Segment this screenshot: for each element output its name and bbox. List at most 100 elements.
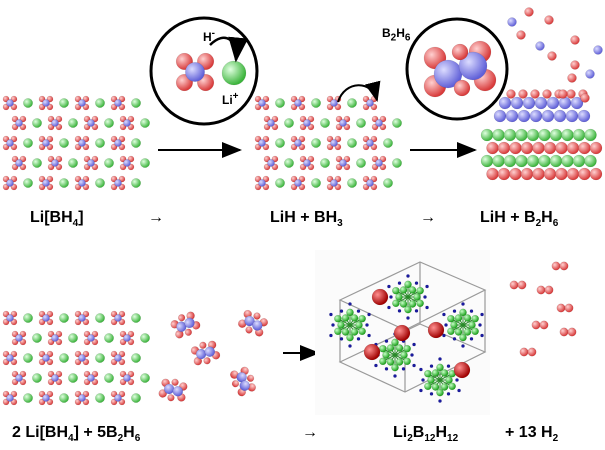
hydrogen-atom [547, 51, 557, 61]
hydrogen-atom [530, 89, 540, 99]
cluster-hydrogen-atom [329, 312, 333, 317]
boron-atom [493, 109, 507, 123]
hydrogen-atom [532, 141, 545, 155]
hydrogen-atom [551, 261, 561, 271]
bh4-unit [290, 95, 306, 111]
cluster-hydrogen-atom [442, 333, 446, 338]
boron-atom [87, 119, 95, 127]
boron-atom [184, 317, 195, 329]
bh4-unit [110, 310, 126, 326]
boron-atom [78, 179, 86, 187]
hydrogen-atom [543, 141, 557, 155]
boron-atom [258, 179, 266, 187]
boron-atom [375, 159, 383, 167]
b12-cluster [442, 302, 484, 348]
boron-atom [294, 139, 302, 147]
bh4-unit [371, 155, 387, 171]
cluster-hydrogen-atom [339, 309, 344, 313]
lithium-atom [68, 373, 78, 383]
cluster-boron-atom [436, 363, 444, 372]
lithium-atom [347, 138, 357, 148]
lithium-atom [140, 333, 150, 343]
bh4-unit [74, 310, 90, 326]
lithium-atom [572, 128, 586, 142]
hydrogen-atom [524, 7, 534, 17]
lattice-2li-bh4 [2, 310, 150, 406]
bh4-unit [362, 135, 378, 151]
boron-atom [42, 179, 50, 187]
lithium-atom [68, 118, 78, 128]
boron-atom [267, 159, 275, 167]
boron-atom [42, 139, 50, 147]
h2-molecule [559, 327, 577, 337]
hydrogen-atom [559, 327, 569, 337]
hydrogen-atom [486, 167, 499, 181]
b12-cluster [374, 332, 416, 378]
bh4-unit [254, 175, 270, 191]
cluster-boron-atom [395, 293, 403, 301]
lithium-atom [311, 98, 321, 108]
cluster-hydrogen-atom [374, 363, 378, 368]
lithium-atom [383, 178, 393, 188]
hydrogen-atom [519, 347, 529, 357]
hydrogen-atom [245, 326, 253, 334]
boron-atom [366, 139, 374, 147]
boron-atom [258, 99, 266, 107]
boron-atom [303, 119, 311, 127]
lithium-atom [140, 118, 150, 128]
cluster-hydrogen-atom [438, 357, 442, 361]
boron-atom [498, 96, 512, 110]
lithium-atom [131, 353, 141, 363]
lithium-atom [131, 393, 141, 403]
boron-atom [6, 179, 14, 187]
boron-atom [505, 109, 519, 123]
cluster-boron-atom [471, 314, 479, 323]
lattice-lih-b2h6 [480, 7, 603, 181]
lithium-atom [68, 158, 78, 168]
cluster-boron-atom [341, 328, 350, 336]
h2-molecule [531, 320, 549, 330]
cluster-boron-atom [358, 314, 366, 323]
lithium-atom [104, 333, 114, 343]
boron-atom [517, 109, 531, 123]
cluster-hydrogen-atom [446, 392, 451, 396]
bh4-unit [2, 310, 18, 326]
lithium-atom [95, 178, 105, 188]
lithium-atom [23, 178, 33, 188]
lithium-atom [311, 178, 321, 188]
lithium-atom [503, 128, 517, 142]
hydrogen-atom [158, 389, 168, 398]
boron-atom [585, 69, 595, 79]
b2h6-molecule-1 [170, 311, 201, 339]
cluster-hydrogen-atom [421, 378, 425, 382]
boron-atom [185, 62, 205, 82]
cluster-hydrogen-atom [429, 364, 434, 368]
bh4-unit [263, 115, 279, 131]
cluster-boron-atom [408, 286, 417, 294]
h2-molecule [519, 347, 537, 357]
cluster-boron-atom [450, 321, 458, 329]
bh4-unit [47, 370, 63, 386]
lithium-atom [392, 158, 402, 168]
lithium-atom [59, 178, 69, 188]
boron-atom [6, 394, 14, 402]
cluster-boron-atom [337, 321, 345, 329]
cluster-boron-atom [404, 305, 412, 314]
cluster-hydrogen-atom [393, 374, 397, 378]
lithium-atom [23, 138, 33, 148]
hydrogen-atom [589, 167, 603, 181]
bh4-unit [110, 135, 126, 151]
cluster-hydrogen-atom [389, 295, 393, 299]
hydrogen-atom [567, 73, 577, 83]
boron-atom [114, 179, 122, 187]
bh4-unit [47, 330, 63, 346]
boron-atom [87, 374, 95, 382]
b2h6-molecule-4 [158, 378, 188, 402]
cluster-hydrogen-atom [469, 337, 474, 341]
h2-molecule [536, 285, 554, 295]
boron-atom [529, 109, 543, 123]
boron-atom [330, 139, 338, 147]
lithium-atom [59, 353, 69, 363]
cluster-hydrogen-atom [348, 344, 352, 348]
bh4-unit [83, 115, 99, 131]
